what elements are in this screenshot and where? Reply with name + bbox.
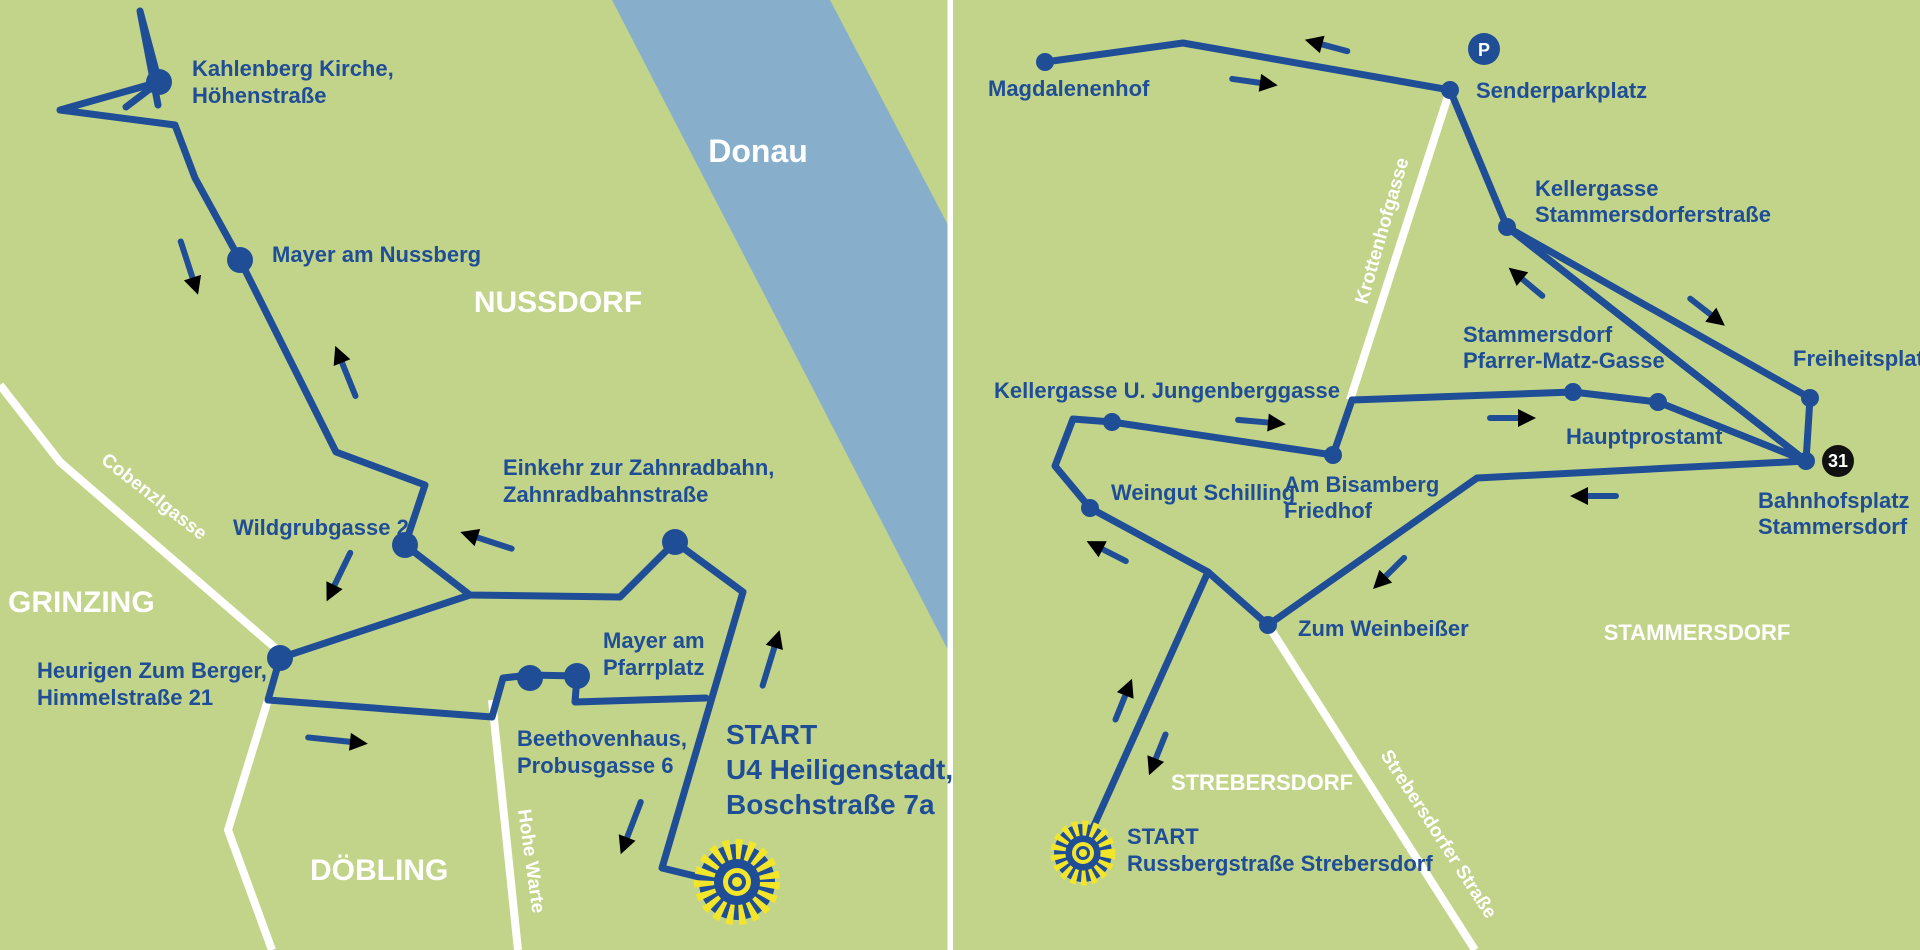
water-label-donau: Donau <box>708 133 808 169</box>
stop-label-freiheitsplatz: Freiheitsplatz <box>1793 346 1920 371</box>
stop-dot-bahnhofsplatz[interactable] <box>1797 452 1815 470</box>
road-west <box>224 698 276 950</box>
stop-dot-freiheitsplatz[interactable] <box>1801 389 1819 407</box>
right-arrow-5 <box>1235 413 1287 434</box>
stop-dot-beethovenhaus[interactable] <box>517 665 543 691</box>
stop-dot-hauptprostamt[interactable] <box>1649 393 1667 411</box>
right-arrow-8 <box>1082 533 1129 565</box>
stop-dot-jungenberggasse[interactable] <box>1103 413 1121 431</box>
start-marker-strebersdorf-icon[interactable] <box>1050 820 1116 886</box>
stop-dot-kellergasse-stammersdorferstrasse[interactable] <box>1498 218 1516 236</box>
district-grinzing: GRINZING <box>8 586 155 619</box>
left-arrow-5 <box>305 732 369 753</box>
stop-label-beethovenhaus: Beethovenhaus, Probusgasse 6 <box>517 726 693 778</box>
stop-dot-senderparkplatz[interactable] <box>1441 81 1459 99</box>
district-stammersdorf: STAMMERSDORF <box>1604 620 1791 645</box>
stop-label-bisamberg-friedhof: Am Bisamberg Friedhof <box>1284 472 1445 523</box>
stop-dot-pfarrer-matz-gasse[interactable] <box>1564 383 1582 401</box>
stop-label-bahnhofsplatz: Bahnhofsplatz Stammersdorf <box>1758 488 1916 539</box>
district-strebersdorf: STREBERSDORF <box>1171 770 1353 795</box>
start-marker-heiligenstadt-icon[interactable] <box>694 839 780 925</box>
stop-label-heurigen-berger: Heurigen Zum Berger, Himmelstraße 21 <box>37 658 273 710</box>
stop-label-wildgrubgasse: Wildgrubgasse 2 <box>233 515 409 540</box>
stop-label-jungenberggasse: Kellergasse U. Jungenberggasse <box>994 378 1340 403</box>
left-map: Donau NUSSDORF GRINZING DÖBLING Cobenzlg… <box>0 0 961 950</box>
right-route-spur <box>1079 568 1212 854</box>
svg-text:P: P <box>1478 40 1490 60</box>
stop-label-kellergasse-stammersdorferstrasse: Kellergasse Stammersdorferstraße <box>1535 176 1771 227</box>
road-cobenzlgasse <box>0 382 283 656</box>
stop-dot-mayer-pfarrplatz[interactable] <box>564 663 590 689</box>
left-route <box>56 7 747 882</box>
left-arrow-2 <box>326 342 359 399</box>
stop-label-kahlenberg: Kahlenberg Kirche, Höhenstraße <box>192 56 400 108</box>
stop-dot-zahnradbahn[interactable] <box>662 529 688 555</box>
stop-label-zum-weinbeisser: Zum Weinbeißer <box>1298 616 1469 641</box>
right-arrow-9 <box>1366 554 1408 596</box>
stop-label-mayer-nussberg: Mayer am Nussberg <box>272 242 481 267</box>
right-map: P 31 STAMMERSDORF STREBERSDORF Krottenho… <box>953 0 1920 950</box>
stop-dot-heurigen-berger[interactable] <box>267 645 293 671</box>
left-arrow-3 <box>457 523 515 552</box>
road-strebersdorfer <box>1264 622 1479 950</box>
danube-river <box>612 0 948 650</box>
district-nussdorf: NUSSDORF <box>474 286 642 319</box>
stop-dot-bisamberg-friedhof[interactable] <box>1324 446 1342 464</box>
stop-dot-weingut-schilling[interactable] <box>1081 499 1099 517</box>
left-route-loop <box>264 591 710 721</box>
stop-label-senderparkplatz: Senderparkplatz <box>1476 78 1647 103</box>
left-arrow-7 <box>612 798 644 858</box>
stop-dot-wildgrubgasse[interactable] <box>392 532 418 558</box>
start-label-strebersdorf: START Russbergstraße Strebersdorf <box>1127 824 1433 876</box>
start-label-heiligenstadt: START U4 Heiligenstadt, Boschstraße 7a <box>726 719 961 820</box>
right-arrow-1 <box>1302 31 1351 55</box>
district-doebling: DÖBLING <box>310 854 448 887</box>
right-route-main <box>1051 223 1810 629</box>
stop-dot-magdalenenhof[interactable] <box>1036 53 1054 71</box>
stop-label-pfarrer-matz-gasse: Stammersdorf Pfarrer-Matz-Gasse <box>1463 322 1665 373</box>
stop-label-mayer-pfarrplatz: Mayer am Pfarrplatz <box>603 628 711 680</box>
right-arrow-6 <box>1487 409 1536 427</box>
right-arrow-4 <box>1687 295 1731 333</box>
left-arrow-6 <box>759 627 789 689</box>
stop-dot-mayer-nussberg[interactable] <box>227 247 253 273</box>
road-krottenhofgasse <box>1346 88 1454 402</box>
stop-label-hauptprostamt: Hauptprostamt <box>1566 424 1723 449</box>
stop-label-zahnradbahn: Einkehr zur Zahnradbahn, Zahnradbahnstra… <box>503 455 781 507</box>
left-arrow-1 <box>177 238 207 298</box>
right-arrow-11 <box>1140 731 1169 779</box>
parking-icon: P <box>1468 33 1500 65</box>
right-arrow-7 <box>1570 487 1619 505</box>
tram-line-badge-icon: 31 <box>1822 445 1854 477</box>
left-arrow-4 <box>318 549 354 606</box>
stop-dot-kahlenberg[interactable] <box>146 69 172 95</box>
right-arrow-3 <box>1502 260 1546 299</box>
right-arrow-10 <box>1112 675 1141 723</box>
road-hohe-warte <box>488 699 522 950</box>
right-arrow-2 <box>1229 73 1280 95</box>
right-land <box>953 0 1920 950</box>
stop-dot-zum-weinbeisser[interactable] <box>1259 616 1277 634</box>
stop-label-magdalenenhof: Magdalenenhof <box>988 76 1150 101</box>
stop-label-weingut-schilling: Weingut Schilling <box>1111 480 1295 505</box>
svg-text:31: 31 <box>1828 451 1848 471</box>
